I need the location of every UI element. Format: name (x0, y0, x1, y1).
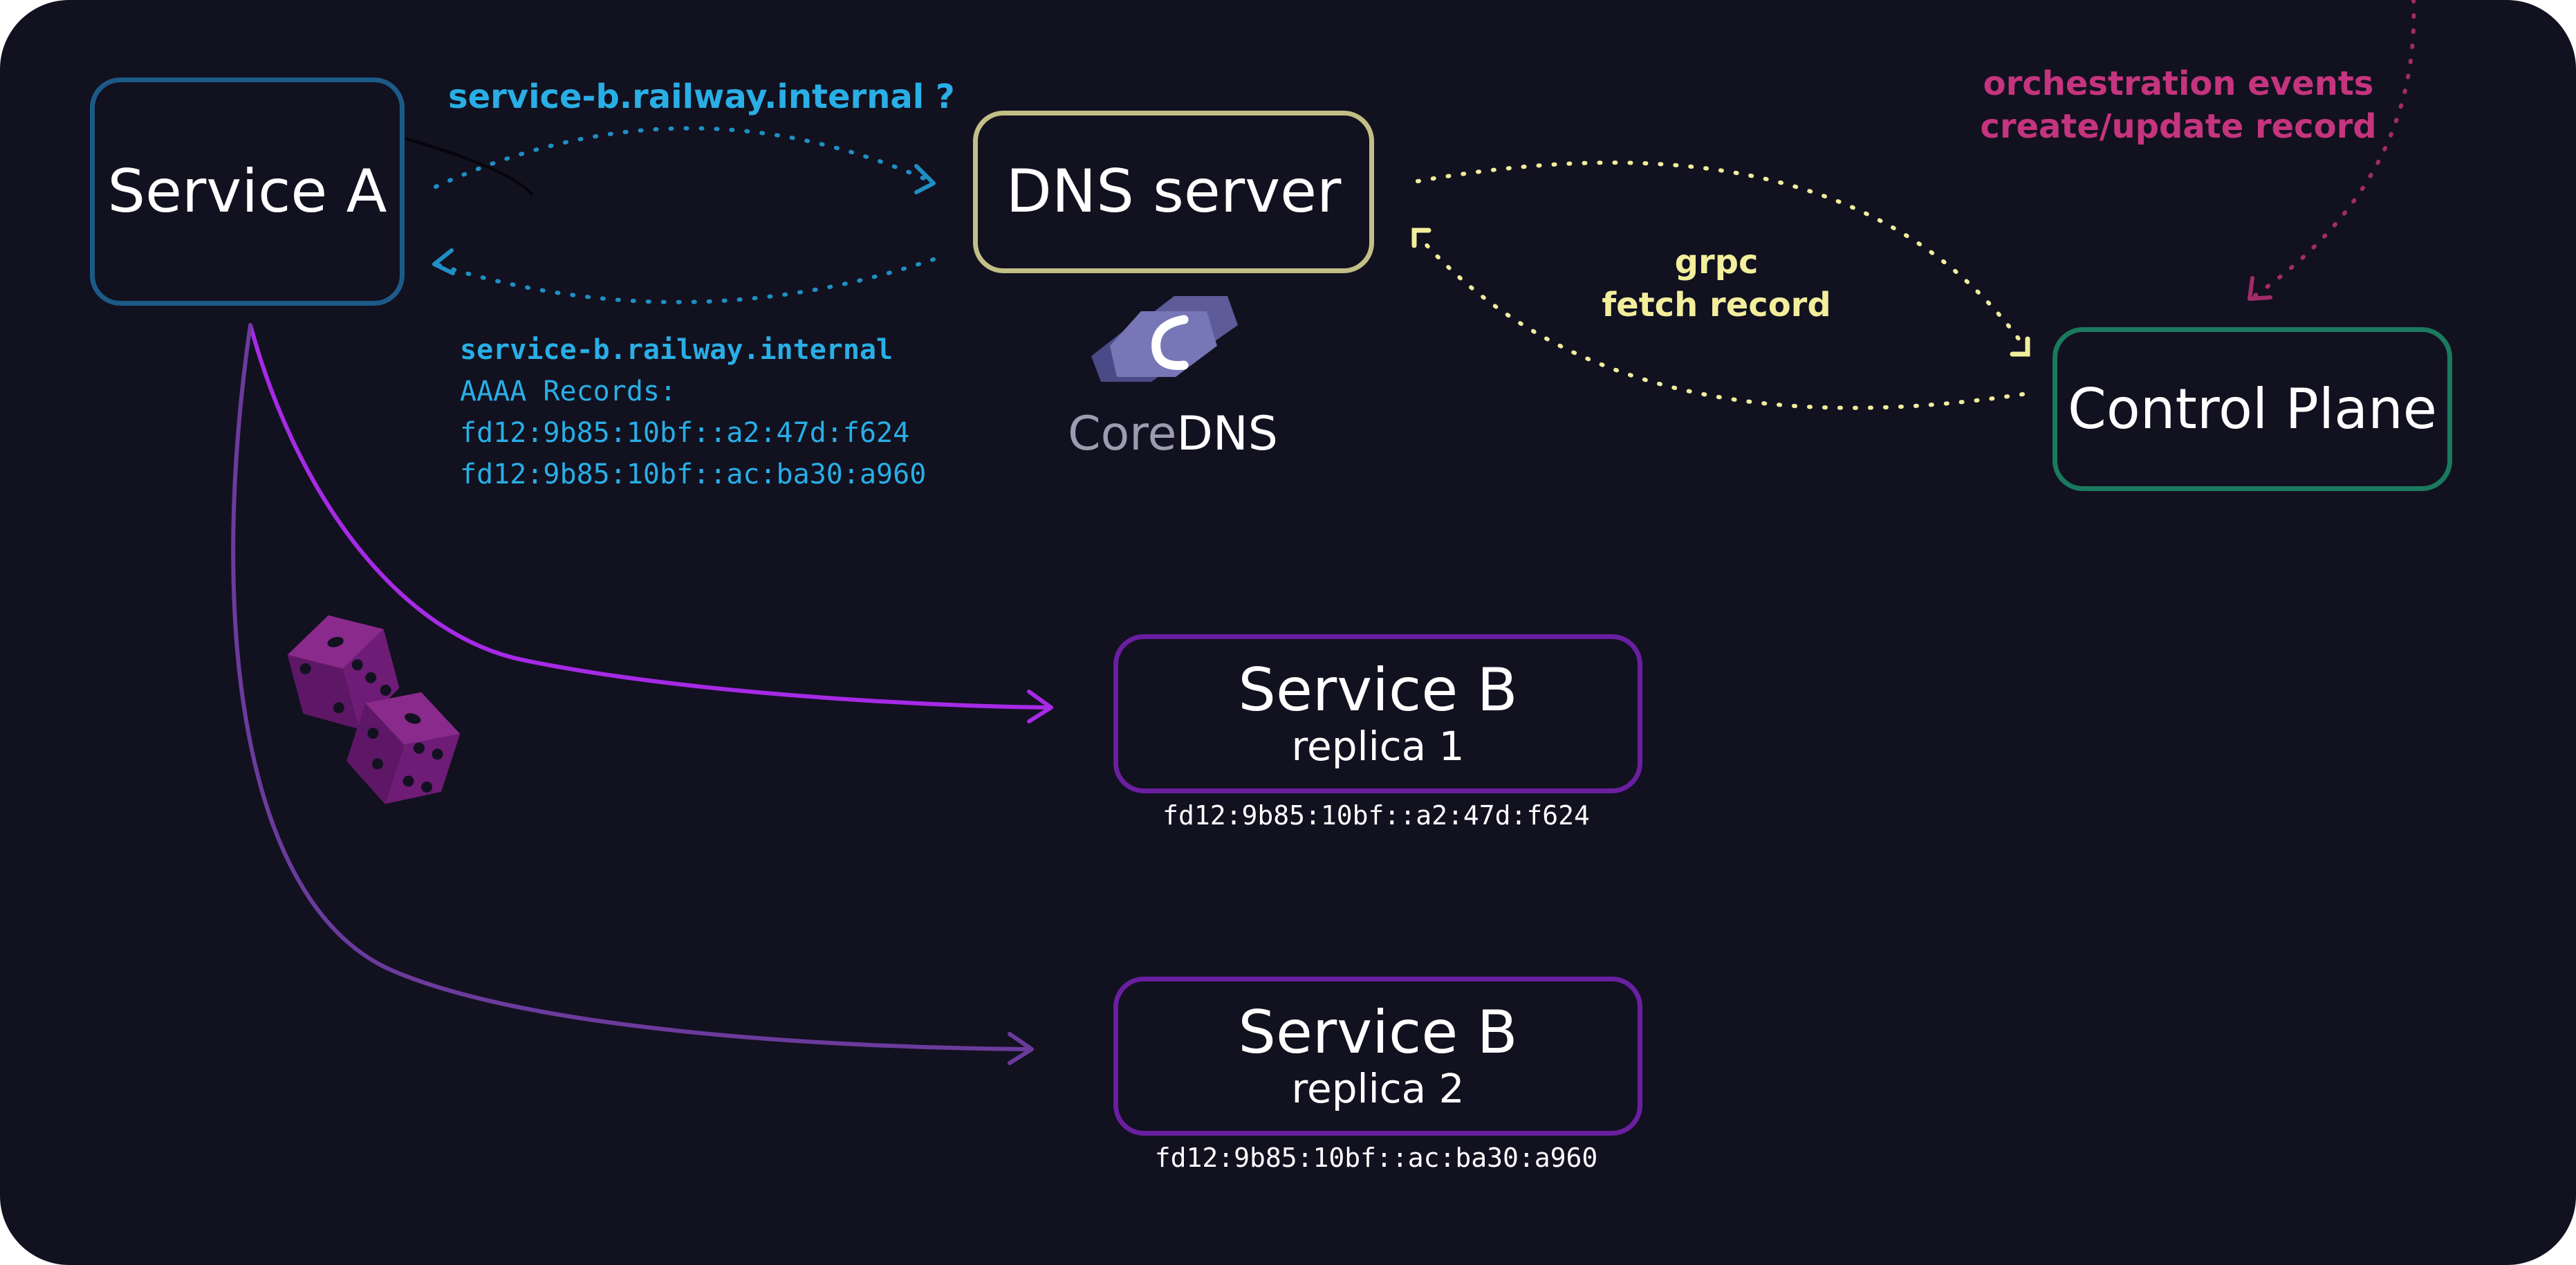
grpc-label: grpc fetch record (1602, 241, 1831, 326)
coredns-logo-text: CoreDNS (1068, 407, 1278, 461)
route-to-replica-2-arrowhead (1008, 1032, 1034, 1065)
orchestration-arrowhead (2248, 276, 2272, 301)
orchestration-label-line-1: orchestration events (1983, 64, 2374, 103)
dns-query-arrow (434, 126, 932, 189)
dns-response-record-type: AAAA Records: (460, 376, 677, 407)
route-to-replica-2 (231, 323, 1032, 1051)
replica-2-address: fd12:9b85:10bf::ac:ba30:a960 (1154, 1143, 1598, 1173)
orchestration-label: orchestration events create/update recor… (1980, 62, 2376, 148)
dns-response-record-1: fd12:9b85:10bf::a2:47d:f624 (460, 417, 910, 449)
dns-response-hostname: service-b.railway.internal (460, 334, 893, 366)
dice-icon (287, 615, 461, 804)
replica-2-subtitle: replica 2 (1291, 1064, 1465, 1112)
orchestration-arrow (2252, 0, 2416, 298)
replica-1-address: fd12:9b85:10bf::a2:47d:f624 (1162, 800, 1590, 831)
dns-server-node: DNS server (973, 111, 1374, 273)
service-a-node: Service A (90, 77, 405, 306)
coredns-logo-icon (1091, 296, 1238, 382)
grpc-request-arrowhead (2010, 336, 2030, 357)
service-b-replica-1-node: Service B replica 1 (1113, 634, 1642, 793)
dns-response-arrowhead (432, 248, 455, 275)
grpc-response-arrowhead (1411, 228, 1431, 248)
replica-2-title: Service B (1238, 998, 1518, 1068)
control-plane-label: Control Plane (2067, 376, 2438, 441)
route-to-replica-1-arrowhead (1027, 690, 1053, 723)
route-to-replica-1 (248, 323, 1052, 710)
replica-1-subtitle: replica 1 (1291, 722, 1465, 770)
grpc-label-line-1: grpc (1674, 243, 1759, 281)
control-plane-node: Control Plane (2053, 327, 2452, 491)
dns-server-label: DNS server (1006, 157, 1342, 227)
grpc-request-arrow (1416, 160, 2028, 351)
service-a-label: Service A (107, 156, 387, 226)
decorative-stroke (404, 137, 534, 196)
dns-response-record-2: fd12:9b85:10bf::ac:ba30:a960 (460, 459, 927, 490)
grpc-label-line-2: fetch record (1602, 286, 1831, 324)
replica-1-title: Service B (1238, 656, 1518, 726)
dns-response-arrow (434, 257, 936, 304)
service-b-replica-2-node: Service B replica 2 (1113, 977, 1642, 1136)
dns-query-arrowhead (914, 164, 936, 194)
dns-query-label: service-b.railway.internal ? (448, 77, 955, 116)
orchestration-label-line-2: create/update record (1980, 107, 2377, 146)
